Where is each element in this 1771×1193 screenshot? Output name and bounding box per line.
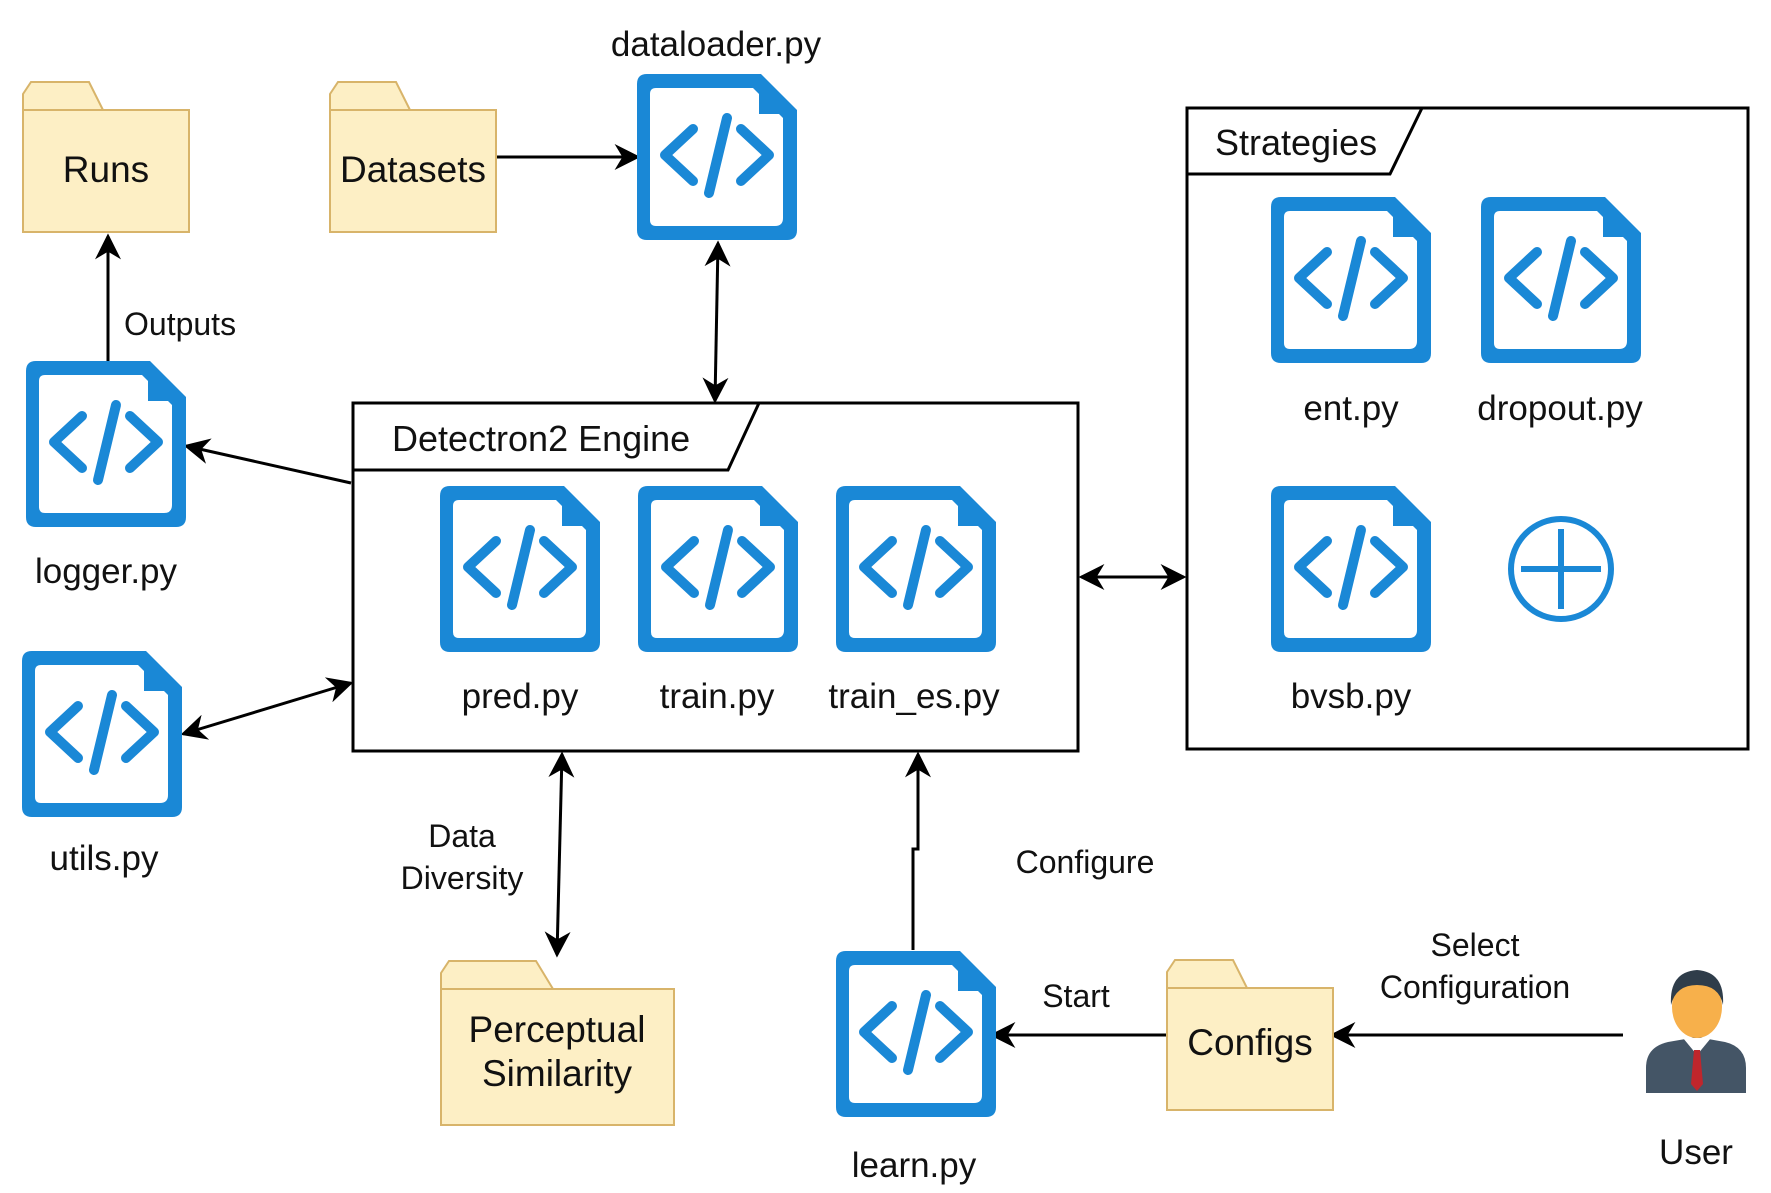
code-file-icon <box>836 951 996 1117</box>
file-train[interactable]: train.py <box>638 486 798 716</box>
file-pred[interactable]: pred.py <box>440 486 600 716</box>
file-label-pred: pred.py <box>462 677 579 716</box>
code-file-icon <box>440 486 600 652</box>
user-label: User <box>1659 1133 1733 1172</box>
folder-label-datasets: Datasets <box>340 149 486 190</box>
code-file-icon <box>836 486 996 652</box>
folder-perceptual-similarity[interactable]: Perceptual Similarity <box>440 960 675 1126</box>
edge-learn-to-engine <box>905 751 931 950</box>
edge-dataloader-engine <box>702 240 731 404</box>
edge-label-select-line1: Select <box>1431 927 1520 963</box>
code-file-icon <box>638 486 798 652</box>
folder-icon <box>440 960 555 990</box>
file-label-dropout: dropout.py <box>1477 389 1643 428</box>
edges <box>95 144 1623 1048</box>
file-utils[interactable]: utils.py <box>22 651 182 878</box>
file-bvsb[interactable]: bvsb.py <box>1271 486 1431 716</box>
folder-label-configs: Configs <box>1187 1022 1312 1063</box>
strategies-frame: Strategies <box>1185 106 1750 751</box>
edge-engine-perceptual <box>544 751 575 958</box>
file-logger[interactable]: logger.py <box>26 361 186 591</box>
strategies-title: Strategies <box>1215 122 1377 163</box>
engine-title: Detectron2 Engine <box>392 418 690 459</box>
folder-label-perceptual-line2: Similarity <box>482 1053 633 1094</box>
engine-frame: Detectron2 Engine <box>351 401 1080 753</box>
add-circle-icon <box>1508 516 1614 622</box>
code-file-icon <box>1271 486 1431 652</box>
code-file-icon <box>1481 197 1641 363</box>
folder-icon <box>329 81 412 111</box>
edge-label-data-line1: Data <box>428 818 496 854</box>
folder-runs[interactable]: Runs <box>22 81 190 233</box>
folder-label-perceptual-line1: Perceptual <box>469 1009 646 1050</box>
file-label-train: train.py <box>660 677 775 716</box>
code-file-icon <box>26 361 186 527</box>
code-file-icon <box>637 74 797 240</box>
file-label-utils: utils.py <box>50 839 159 878</box>
code-file-icon <box>1271 197 1431 363</box>
edge-label-start: Start <box>1042 978 1110 1014</box>
folder-icon <box>1166 959 1249 989</box>
file-label-learn: learn.py <box>852 1146 977 1185</box>
edge-label-data-line2: Diversity <box>401 860 524 896</box>
edge-label-outputs: Outputs <box>124 306 236 342</box>
add-strategy-button[interactable] <box>1508 516 1614 622</box>
edge-utils-engine <box>180 677 354 740</box>
file-dropout[interactable]: dropout.py <box>1477 197 1643 428</box>
file-ent[interactable]: ent.py <box>1271 197 1431 428</box>
folder-icon <box>22 81 105 111</box>
edge-label-configure: Configure <box>1016 844 1155 880</box>
folder-configs[interactable]: Configs <box>1166 959 1334 1111</box>
file-label-train-es: train_es.py <box>828 677 1000 716</box>
folder-label-runs: Runs <box>63 149 149 190</box>
edge-engine-to-logger <box>183 438 352 485</box>
code-file-icon <box>22 651 182 817</box>
file-label-dataloader: dataloader.py <box>611 25 822 64</box>
folder-datasets[interactable]: Datasets <box>329 81 497 233</box>
file-label-ent: ent.py <box>1303 389 1399 428</box>
file-train-es[interactable]: train_es.py <box>828 486 1000 716</box>
user-actor[interactable]: User <box>1646 970 1746 1172</box>
user-avatar-icon <box>1646 970 1746 1093</box>
file-label-logger: logger.py <box>35 552 178 591</box>
edge-label-select-line2: Configuration <box>1380 969 1570 1005</box>
file-dataloader[interactable]: dataloader.py <box>611 25 822 240</box>
file-learn[interactable]: learn.py <box>836 951 996 1185</box>
file-label-bvsb: bvsb.py <box>1291 677 1412 716</box>
